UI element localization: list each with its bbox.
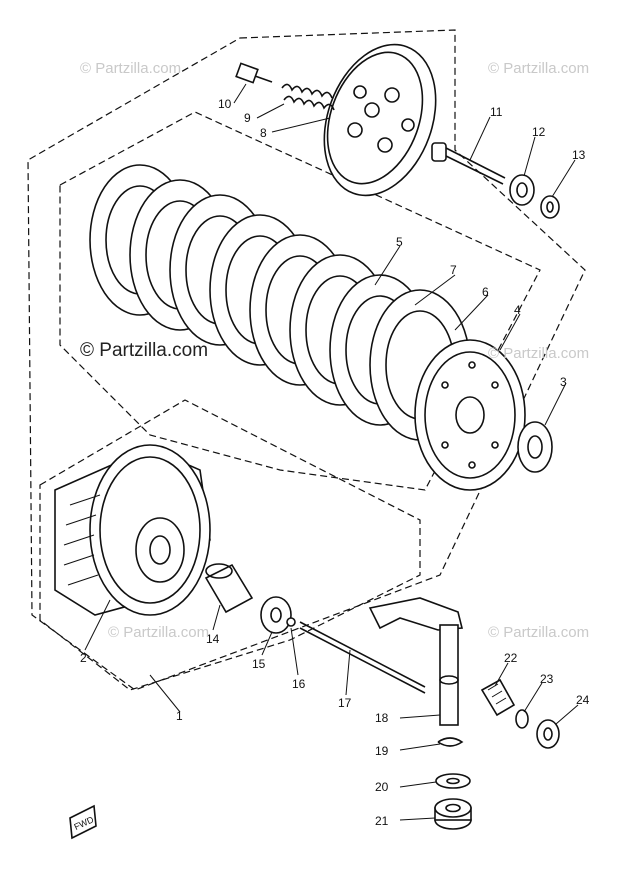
thrust-washer [517, 421, 553, 473]
watermark-bottom-left: © Partzilla.com [108, 624, 210, 641]
callout-labels: 1 2 3 4 5 6 7 8 9 10 11 12 13 14 15 16 1… [80, 97, 590, 828]
o-ring [515, 709, 529, 729]
washer-20 [435, 773, 471, 789]
outline-outer-group [27, 29, 586, 691]
callout-22: 22 [504, 651, 518, 665]
oil-seal [434, 798, 472, 830]
callout-14: 14 [206, 632, 220, 646]
pressure-plate [323, 43, 437, 197]
clutch-housing [54, 444, 211, 616]
push-lever-shaft [368, 597, 464, 726]
clutch-spring [281, 83, 335, 111]
callout-3: 3 [560, 375, 567, 389]
callout-7: 7 [450, 263, 457, 277]
callout-16: 16 [292, 677, 306, 691]
callout-24: 24 [576, 693, 590, 707]
callout-10: 10 [218, 97, 232, 111]
callout-5: 5 [396, 235, 403, 249]
watermark-top-right: © Partzilla.com [488, 60, 590, 77]
callout-20: 20 [375, 780, 389, 794]
adjusting-screw [480, 678, 516, 717]
adjuster-nut [536, 719, 560, 749]
push-rod [431, 142, 506, 185]
push-rod-long [299, 621, 426, 694]
lock-nut [509, 174, 535, 206]
callout-6: 6 [482, 285, 489, 299]
callout-2: 2 [80, 651, 87, 665]
callout-19: 19 [375, 744, 389, 758]
callout-9: 9 [244, 111, 251, 125]
callout-23: 23 [540, 672, 554, 686]
steel-ball [286, 617, 296, 627]
callout-21: 21 [375, 814, 389, 828]
circlip [437, 737, 464, 747]
clutch-plate-stack [89, 164, 471, 441]
forward-direction-badge: FWD [69, 804, 97, 840]
watermark-main: © Partzilla.com [80, 340, 209, 361]
bolt [235, 62, 273, 84]
watermark-bottom-right: © Partzilla.com [488, 624, 590, 641]
outline-plate-group [59, 111, 541, 491]
callout-17: 17 [338, 696, 352, 710]
callout-18: 18 [375, 711, 389, 725]
washer-15 [260, 596, 292, 634]
callout-4: 4 [514, 303, 521, 317]
callout-11: 11 [490, 105, 503, 119]
clutch-boss [414, 339, 526, 491]
outline-lower-group [39, 399, 421, 691]
watermark-mid-right: © Partzilla.com [488, 345, 590, 362]
bushing [204, 563, 254, 614]
watermark-top-left: © Partzilla.com [80, 60, 182, 77]
callout-13: 13 [572, 148, 586, 162]
callout-15: 15 [252, 657, 266, 671]
callout-8: 8 [260, 126, 267, 140]
callout-12: 12 [532, 125, 546, 139]
callout-1: 1 [176, 709, 183, 723]
leader-lines [84, 83, 579, 821]
lock-washer [540, 195, 560, 219]
